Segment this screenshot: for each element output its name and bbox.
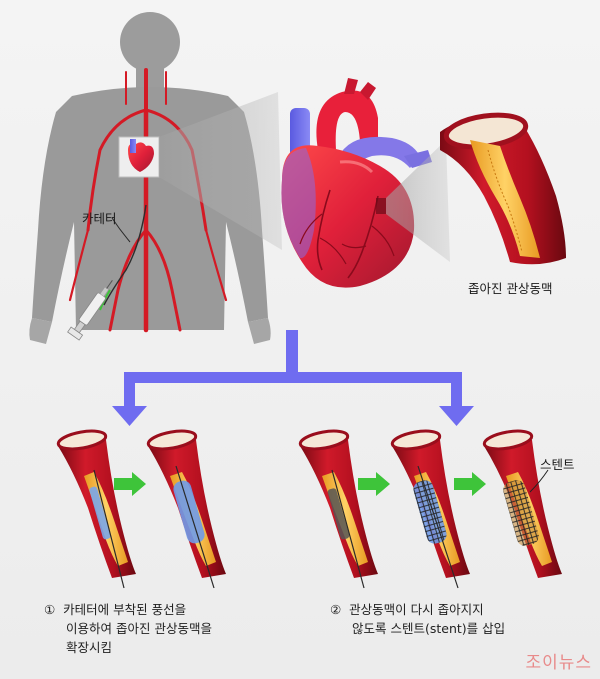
syringe-icon xyxy=(67,280,113,341)
catheter-leader xyxy=(111,217,131,243)
flow-connector xyxy=(112,330,474,426)
step-arrows xyxy=(114,472,486,496)
step2-vessel-stent-balloon xyxy=(390,429,470,589)
catheter-label: 카테터 xyxy=(82,211,117,226)
caption-step-1-line3: 확장시킴 xyxy=(66,640,113,655)
heart-illustration xyxy=(281,78,432,288)
catheter-line xyxy=(103,204,147,306)
caption-step-1-line1: 카테터에 부착된 풍선을 xyxy=(63,602,187,617)
narrowed-artery-label: 좁아진 관상동맥 xyxy=(468,281,553,296)
narrowed-artery-zoom xyxy=(440,112,566,265)
step1-vessel-plaque xyxy=(56,429,136,589)
callout-beam-body xyxy=(159,92,282,250)
caption-step-2-number: ② xyxy=(330,602,342,617)
caption-step-1-number: ① xyxy=(44,602,56,617)
stent-leader xyxy=(529,469,549,493)
step1-vessel-balloon xyxy=(146,429,226,589)
caption-step-1-line2: 이용하여 좁아진 관상동맥을 xyxy=(66,621,212,636)
caption-step-2-line2: 않도록 스텐트(stent)를 삽입 xyxy=(352,621,506,636)
callout-beam-heart xyxy=(386,140,450,262)
caption-step-2-line1: 관상동맥이 다시 좁아지지 xyxy=(349,602,484,617)
stent-label: 스텐트 xyxy=(540,457,575,472)
caption-step-2: ② 관상동맥이 다시 좁아지지 않도록 스텐트(stent)를 삽입 xyxy=(330,600,505,638)
step2-vessel-catheter xyxy=(298,429,378,589)
step2-vessel-stent-placed xyxy=(482,429,562,578)
body-arteries xyxy=(68,68,228,333)
caption-step-1: ① 카테터에 부착된 풍선을 이용하여 좁아진 관상동맥을 확장시킴 xyxy=(44,600,212,657)
heart-thumbnail xyxy=(118,136,160,178)
source-brand: 조이뉴스 xyxy=(525,653,592,673)
